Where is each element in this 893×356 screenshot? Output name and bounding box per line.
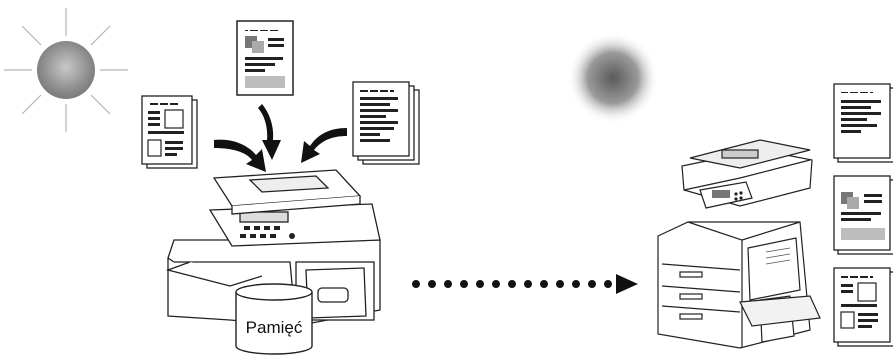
document-page-icon <box>834 176 893 254</box>
document-page-icon <box>834 84 893 162</box>
document-page-icon <box>142 96 197 168</box>
dotted-arrow-icon <box>412 274 638 294</box>
sun-icon <box>4 8 128 132</box>
memory-cylinder-icon: Pamięć <box>236 284 312 354</box>
moon-icon <box>567 32 659 124</box>
document-page-icon <box>237 21 293 95</box>
storage-label: Pamięć <box>246 318 303 337</box>
large-copier-icon <box>658 140 820 348</box>
curved-arrow-icon <box>214 104 347 172</box>
document-page-icon <box>834 268 893 346</box>
document-page-icon <box>353 82 419 164</box>
